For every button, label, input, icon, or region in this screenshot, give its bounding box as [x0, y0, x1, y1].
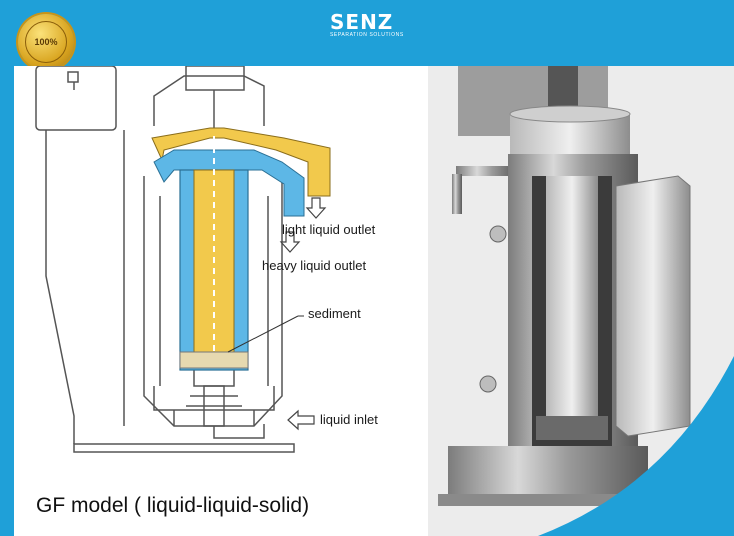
- product-photo: [428, 66, 734, 536]
- sediment-label: sediment: [308, 306, 361, 321]
- inlet-arrow-icon: [287, 409, 315, 431]
- heavy-outlet-label: heavy liquid outlet: [262, 258, 367, 273]
- model-caption: GF model ( liquid-liquid-solid): [36, 494, 310, 517]
- quality-seal-icon: 100%: [18, 14, 74, 70]
- light-liquid-path: [151, 127, 331, 197]
- inlet-label: liquid inlet: [320, 412, 378, 427]
- motor-housing: [35, 66, 117, 131]
- sediment-layer: [179, 351, 249, 369]
- brand-name: SENZ: [330, 10, 394, 34]
- brand-logo: SENZ SEPARATION SOLUTIONS: [330, 10, 404, 38]
- centrifuge-photo-illustration: [428, 66, 734, 536]
- heavy-liquid-path: [153, 149, 305, 217]
- heavy-outlet-arrow-icon: [279, 231, 301, 253]
- centrifuge-diagram: [14, 66, 434, 536]
- light-outlet-arrow-icon: [305, 197, 327, 219]
- seal-text: 100%: [25, 21, 67, 63]
- header-band: [0, 0, 734, 66]
- brand-tagline: SEPARATION SOLUTIONS: [330, 32, 404, 38]
- light-outlet-label: light liquid outlet: [282, 222, 376, 237]
- left-band: [0, 0, 14, 536]
